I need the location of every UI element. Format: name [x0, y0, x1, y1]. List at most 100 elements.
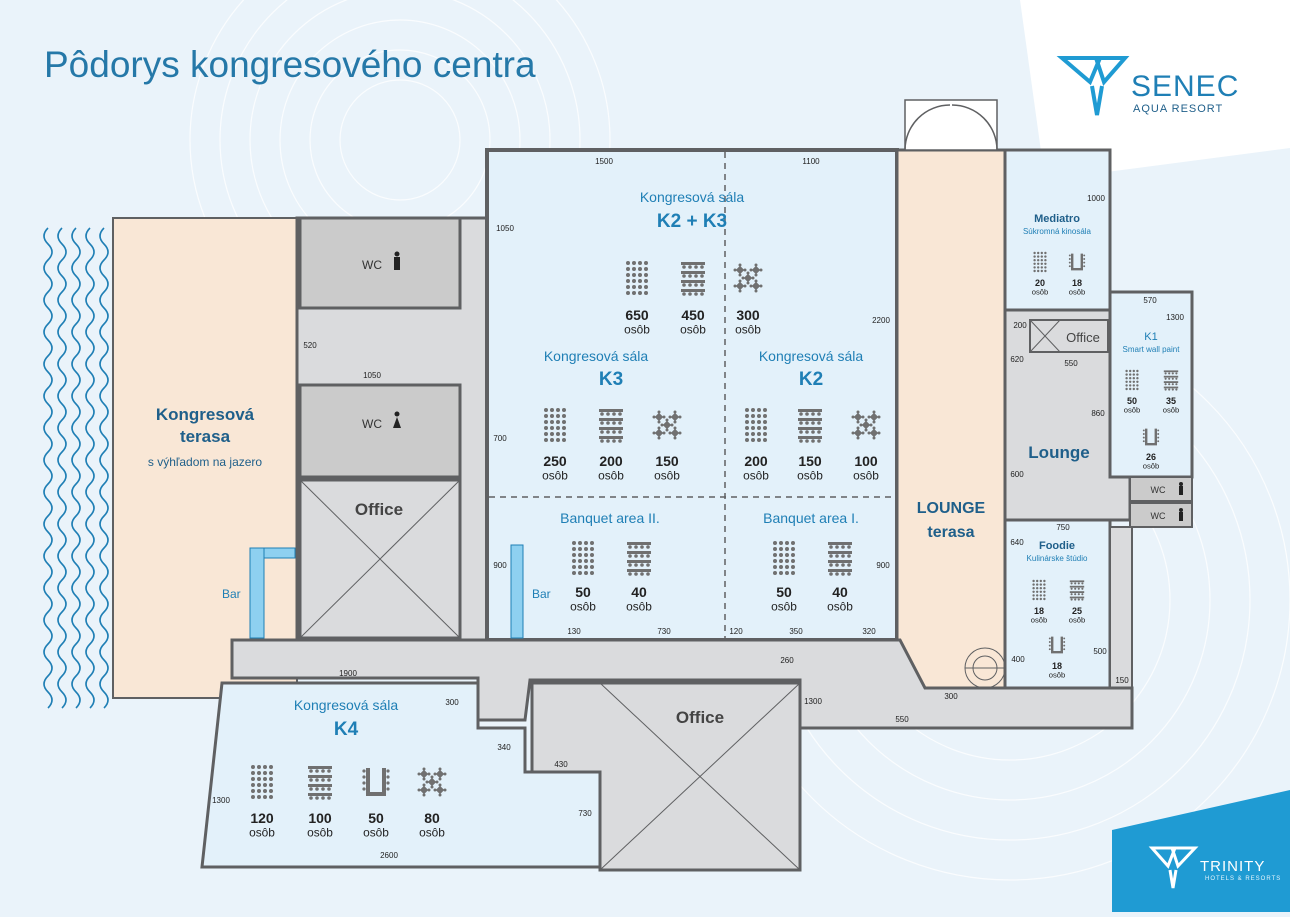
brand-name: SENEC	[1131, 70, 1240, 103]
k4-capacity-3-unit: osôb	[419, 825, 445, 839]
k1-capacity-0-unit: osôb	[1124, 406, 1141, 415]
k3-capacity-1-unit: osôb	[598, 468, 624, 482]
dimension-label: 640	[1010, 538, 1024, 547]
dimension-label: 120	[729, 627, 743, 636]
k4-layout-class-icon	[308, 766, 332, 800]
banq2-capacity-0-unit: osôb	[570, 599, 596, 613]
terrace-title-2: terasa	[180, 427, 231, 446]
dimension-label: 300	[944, 692, 958, 701]
terrace-bar-counter-side	[249, 547, 265, 639]
brand-subtitle: AQUA RESORT	[1133, 103, 1224, 115]
dimension-label: 900	[876, 561, 890, 570]
k2k3-capacity-2: 300	[736, 307, 760, 323]
dimension-label: 1300	[804, 697, 822, 706]
wc-women-room	[298, 383, 462, 479]
k2-layout-class-icon	[798, 409, 822, 443]
k4-capacity-1: 100	[308, 810, 332, 826]
mediatro-sub: Súkromná kinosála	[1023, 227, 1092, 236]
k4-capacity-3: 80	[424, 810, 440, 826]
foodie-capacity-0: 18	[1034, 606, 1044, 616]
lounge-terrace-2: terasa	[927, 524, 974, 541]
dimension-label: 750	[1056, 523, 1070, 532]
senec-logo-icon	[1056, 56, 1130, 116]
dimension-label: 1000	[1087, 194, 1105, 203]
k3-layout-class-icon	[599, 409, 623, 443]
k2k3-layout-theatre-icon	[626, 261, 648, 295]
mediatro-capacity-1: 18	[1072, 278, 1082, 288]
mediatro-room	[1003, 148, 1112, 312]
banquet-bar-label: Bar	[532, 587, 551, 601]
banquet-bar-counter	[510, 544, 524, 639]
trinity-logo-icon	[1148, 846, 1199, 889]
k1-name: K1	[1144, 331, 1157, 343]
office-label-small: Office	[1066, 330, 1100, 345]
k4-capacity-2: 50	[368, 810, 384, 826]
k4-capacity-0-unit: osôb	[249, 825, 275, 839]
k1-sub: Smart wall paint	[1123, 345, 1181, 354]
dimension-label: 570	[1143, 296, 1157, 305]
k1-layout-class-icon	[1163, 370, 1179, 391]
capacity-labels: 650osôb450osôb300osôb250osôb200osôb150os…	[249, 278, 1179, 839]
k3-layout-cabaret-icon	[652, 410, 682, 440]
k1-room	[1108, 290, 1194, 479]
hall-k4	[200, 681, 602, 869]
dimension-label: 550	[895, 715, 909, 724]
k2k3-capacity-1: 450	[681, 307, 705, 323]
k2k3-capacity-0-unit: osôb	[624, 322, 650, 336]
dimension-label: 730	[657, 627, 671, 636]
k3-capacity-0: 250	[543, 453, 567, 469]
dimension-label: 1050	[363, 371, 381, 380]
k4-capacity-1-unit: osôb	[307, 825, 333, 839]
dimension-label: 340	[497, 743, 511, 752]
banq1-capacity-0: 50	[776, 584, 792, 600]
k2-layout-theatre-icon	[745, 408, 767, 442]
k4-capacity-0: 120	[250, 810, 274, 826]
dimension-label: 1050	[496, 224, 514, 233]
dimension-label: 260	[780, 656, 794, 665]
trinity-logo-panel	[1112, 790, 1290, 912]
foodie-layout-ushape-icon	[1048, 636, 1066, 654]
mediatro-capacity-1-unit: osôb	[1069, 288, 1086, 297]
foodie-capacity-0-unit: osôb	[1031, 616, 1048, 625]
k2-capacity-2-unit: osôb	[853, 468, 879, 482]
k4-name: Kongresová sála	[294, 697, 399, 713]
foodie-name: Foodie	[1039, 540, 1075, 552]
banq2-layout-class-icon	[627, 542, 651, 576]
dimension-label: 2600	[380, 851, 398, 860]
foodie-sub: Kulinárske štúdio	[1027, 554, 1088, 563]
k3-name: Kongresová sála	[544, 348, 649, 364]
dimension-label: 900	[493, 561, 507, 570]
mediatro-capacity-0-unit: osôb	[1032, 288, 1049, 297]
banq2-capacity-1: 40	[631, 584, 647, 600]
k2-capacity-0: 200	[744, 453, 768, 469]
office-label-left: Office	[355, 500, 403, 519]
dimension-label: 700	[493, 434, 507, 443]
foodie-capacity-2-unit: osôb	[1049, 671, 1066, 680]
foodie-capacity-1: 25	[1072, 606, 1082, 616]
k2k3-code: K2 + K3	[657, 211, 727, 232]
k3-capacity-2: 150	[655, 453, 679, 469]
wc-person-icons	[393, 251, 1183, 521]
k2k3-capacity-1-unit: osôb	[680, 322, 706, 336]
dimension-label: 860	[1091, 409, 1105, 418]
k1-capacity-1-unit: osôb	[1163, 406, 1180, 415]
k3-layout-theatre-icon	[544, 408, 566, 442]
dimension-label: 600	[1010, 470, 1024, 479]
banq1-layout-theatre-icon	[773, 541, 795, 575]
dimension-label: 2200	[872, 316, 890, 325]
dimension-label: 320	[862, 627, 876, 636]
mediatro-name: Mediatro	[1034, 213, 1080, 225]
k2k3-capacity-2-unit: osôb	[735, 322, 761, 336]
banq2-capacity-1-unit: osôb	[626, 599, 652, 613]
wc-label-right-2: WC	[1151, 511, 1166, 521]
terrace-subtitle: s výhľadom na jazero	[148, 455, 263, 469]
water-waves	[43, 227, 109, 709]
page-title: Pôdorys kongresového centra	[44, 44, 536, 85]
terrace-door-arcs	[904, 99, 998, 151]
k2k3-capacity-0: 650	[625, 307, 649, 323]
mediatro-layout-ushape-icon	[1068, 253, 1086, 271]
dimension-label: 1300	[212, 796, 230, 805]
